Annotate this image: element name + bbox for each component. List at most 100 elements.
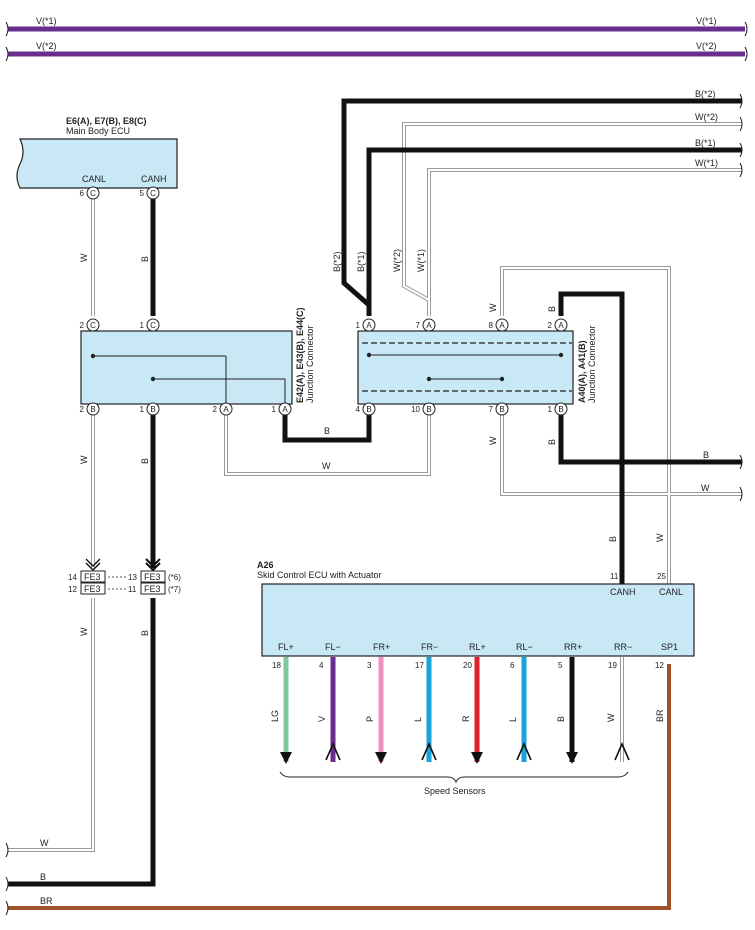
skid-canl: CANL xyxy=(659,587,683,597)
jl-bot-pin-2b-letter: B xyxy=(90,405,95,414)
rail-v1-label-right: V(*1) xyxy=(696,16,717,26)
wire-label-w-jr-bot: W xyxy=(488,436,498,445)
skid-pin-number: 12 xyxy=(655,661,664,670)
skid-signal-label: RL+ xyxy=(469,642,486,652)
jr-top-pin-2a: A2 xyxy=(548,318,568,332)
jr-bot-pin-1b-number: 1 xyxy=(548,405,553,414)
fe3-label-4: FE3 xyxy=(144,584,161,594)
jr-top-pin-1a: A1 xyxy=(356,318,376,332)
wire-label-w2-right: W(*2) xyxy=(695,112,718,122)
skid-signal-label: FR+ xyxy=(373,642,390,652)
jr-top-pin-1a-letter: A xyxy=(366,321,372,330)
wire-label-b1-right: B(*1) xyxy=(695,138,716,148)
jl-top-pin-1c: C1 xyxy=(140,318,160,332)
ecu-pin-5c-letter: C xyxy=(150,189,156,198)
skid-pin-rl-plus: RL+20R xyxy=(461,642,486,764)
jl-bot-pin-2b: B2 xyxy=(80,402,100,416)
skid-signal-label: RL− xyxy=(516,642,533,652)
wire-label-b-jr-top: B xyxy=(547,306,557,312)
skid-control-ecu: A26 Skid Control ECU with Actuator 11 25… xyxy=(257,560,695,657)
skid-signal-label: FL+ xyxy=(278,642,294,652)
wire-label-b-jumper: B xyxy=(324,426,330,436)
wire-label-br-bottom: BR xyxy=(40,896,53,906)
main-body-ecu-name: Main Body ECU xyxy=(66,126,130,136)
skid-pin-number: 17 xyxy=(415,661,424,670)
wire-color-label: L xyxy=(413,717,423,722)
wire-label-b-3: B xyxy=(140,630,150,636)
jr-top-pin-8a: A8 xyxy=(489,318,509,332)
wire-label-b1: B(*1) xyxy=(356,251,366,272)
wire-label-b2-right: B(*2) xyxy=(695,89,716,99)
wire-color-label: V xyxy=(317,716,327,722)
jr-top-pin-2a-letter: A xyxy=(558,321,564,330)
black-wires xyxy=(8,98,742,887)
jr-top-pin-8a-letter: A xyxy=(499,321,505,330)
jr-top-pin-1a-number: 1 xyxy=(356,321,361,330)
rail-v2-label-right: V(*2) xyxy=(696,41,717,51)
skid-signal-label: FL− xyxy=(325,642,341,652)
jr-bot-pin-7b-number: 7 xyxy=(489,405,494,414)
fe3-pin-12: 12 xyxy=(68,585,77,594)
skid-pin-number: 4 xyxy=(319,661,324,670)
skid-pin-number: 5 xyxy=(558,661,563,670)
jl-bot-pin-1b-letter: B xyxy=(150,405,155,414)
junction-connector-right: A40(A), A41(B) Junction Connector xyxy=(357,325,597,405)
jl-bot-pin-1b-number: 1 xyxy=(140,405,145,414)
jl-bot-pin-1b: B1 xyxy=(140,402,160,416)
jr-bot-pin-7b: B7 xyxy=(489,402,509,416)
wire-label-w-2: W xyxy=(79,455,89,464)
jl-top-pin-2c-letter: C xyxy=(90,321,96,330)
fe3-label-2: FE3 xyxy=(84,584,101,594)
jr-bot-pin-1b-letter: B xyxy=(558,405,563,414)
jl-bot-pin-2a-number: 2 xyxy=(213,405,218,414)
jl-top-pin-1c-letter: C xyxy=(150,321,156,330)
main-body-ecu-canl: CANL xyxy=(82,174,106,184)
skid-pin-number: 6 xyxy=(510,661,515,670)
skid-pin-fl-minus: FL−4V xyxy=(317,642,341,762)
jl-bot-pin-1a-number: 1 xyxy=(272,405,277,414)
wire-label-b2: B(*2) xyxy=(332,251,342,272)
ecu-pin-5c: C5 xyxy=(140,186,160,200)
junction-left-name: Junction Connector xyxy=(305,325,315,403)
wire-breaks-right xyxy=(5,93,743,916)
jl-bot-pin-2a-letter: A xyxy=(223,405,229,414)
skid-signal-label: FR− xyxy=(421,642,438,652)
wire-label-w2: W(*2) xyxy=(392,249,402,272)
junction-connector-left: E42(A), E43(B), E44(C) Junction Connecto… xyxy=(80,307,315,405)
skid-pin-number: 20 xyxy=(463,661,472,670)
wire-color-label: P xyxy=(365,716,375,722)
jr-bot-pin-10b-letter: B xyxy=(426,405,431,414)
brown-wire-sp1 xyxy=(8,664,671,910)
jr-bot-pin-4b-letter: B xyxy=(366,405,371,414)
main-body-ecu-ref: E6(A), E7(B), E8(C) xyxy=(66,116,147,126)
fe3-note-7: (*7) xyxy=(168,585,181,594)
fe3-pin-13: 13 xyxy=(128,573,137,582)
jr-bot-pin-10b: B10 xyxy=(411,402,436,416)
fe3-pin-11: 11 xyxy=(128,585,137,594)
skid-pin-rr-minus: RR−19W xyxy=(606,642,632,762)
wire-label-b-right-2: B xyxy=(703,450,709,460)
skid-pin-number: 18 xyxy=(272,661,281,670)
speed-sensor-wires: FL+18LGFL−4VFR+3PFR−17LRL+20RRL−6LRR+5BR… xyxy=(270,642,678,764)
ecu-pin-5c-number: 5 xyxy=(140,189,145,198)
wire-label-w-bottom: W xyxy=(40,838,49,848)
jr-top-pin-8a-number: 8 xyxy=(489,321,494,330)
jr-top-pin-7a: A7 xyxy=(416,318,436,332)
skid-pin-25: 25 xyxy=(657,572,666,581)
wire-label-w1: W(*1) xyxy=(416,249,426,272)
jl-bot-pin-2b-number: 2 xyxy=(80,405,85,414)
skid-pin-fr-minus: FR− 17L xyxy=(413,642,438,762)
skid-pin-number: 19 xyxy=(608,661,617,670)
rail-v2: V(*2) V(*2) xyxy=(5,41,748,62)
jl-bot-pin-2a: A2 xyxy=(213,402,233,416)
skid-ecu-ref: A26 xyxy=(257,560,274,570)
wire-color-label: BR xyxy=(655,709,665,722)
rail-v1-label-left: V(*1) xyxy=(36,16,57,26)
jr-bot-pin-4b-number: 4 xyxy=(356,405,361,414)
wire-label-w1-right: W(*1) xyxy=(695,158,718,168)
jl-top-pin-1c-number: 1 xyxy=(140,321,145,330)
